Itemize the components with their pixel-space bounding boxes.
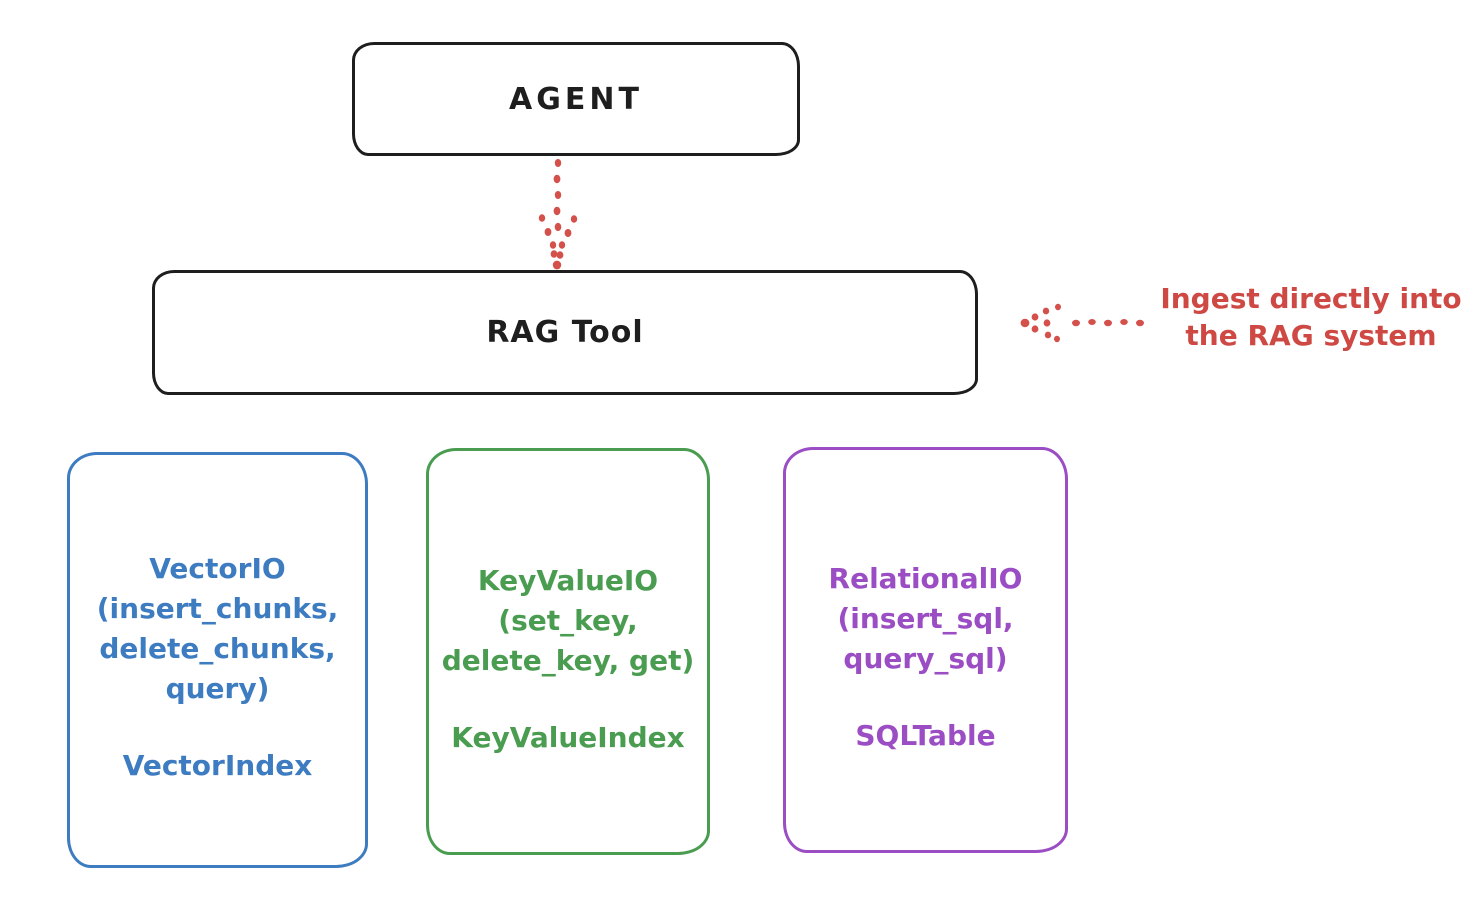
keyvalue-io-box: KeyValueIO (set_key, delete_key, get) Ke… xyxy=(426,448,710,855)
keyvalue-io-title: KeyValueIO (set_key, delete_key, get) xyxy=(429,561,707,681)
agent-box: AGENT xyxy=(352,42,800,156)
vector-io-line: VectorIO xyxy=(149,552,286,585)
arrow-agent-to-rag-icon xyxy=(538,159,578,270)
keyvalue-index-label: KeyValueIndex xyxy=(451,721,685,754)
relational-io-line: query_sql) xyxy=(843,642,1008,675)
rag-tool-label: RAG Tool xyxy=(486,315,644,350)
ingest-annotation-line2: the RAG system xyxy=(1185,319,1437,352)
relational-io-line: (insert_sql, xyxy=(837,602,1014,635)
arrow-ingest-icon xyxy=(1020,303,1144,343)
vector-index-label: VectorIndex xyxy=(122,749,313,782)
keyvalue-io-line: KeyValueIO xyxy=(477,564,659,597)
keyvalue-io-line: delete_key, get) xyxy=(441,644,695,677)
relational-io-title: RelationalIO (insert_sql, query_sql) xyxy=(786,559,1065,679)
relational-io-box: RelationalIO (insert_sql, query_sql) SQL… xyxy=(783,447,1068,853)
sql-table-label: SQLTable xyxy=(855,719,996,752)
relational-io-line: RelationalIO xyxy=(828,562,1023,595)
vector-io-line: delete_chunks, xyxy=(99,632,336,665)
agent-label: AGENT xyxy=(509,81,643,117)
vector-io-title: VectorIO (insert_chunks, delete_chunks, … xyxy=(70,549,365,709)
ingest-annotation: Ingest directly into the RAG system xyxy=(1138,280,1484,354)
vector-io-box: VectorIO (insert_chunks, delete_chunks, … xyxy=(67,452,368,868)
vector-io-line: query) xyxy=(165,672,270,705)
rag-tool-box: RAG Tool xyxy=(152,270,978,395)
ingest-annotation-line1: Ingest directly into xyxy=(1160,282,1462,315)
keyvalue-io-line: (set_key, xyxy=(498,604,638,637)
vector-io-line: (insert_chunks, xyxy=(96,592,339,625)
